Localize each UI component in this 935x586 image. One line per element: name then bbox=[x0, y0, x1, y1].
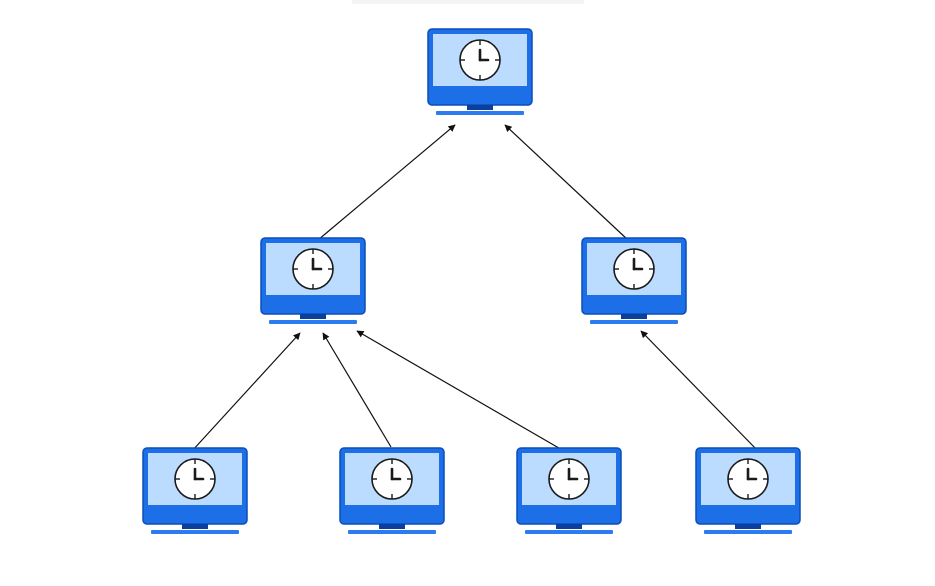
clock-icon bbox=[292, 248, 334, 290]
edge-arrow-leaf-3-to-mid-left bbox=[356, 330, 565, 452]
edges-layer bbox=[191, 124, 759, 452]
monitor-base bbox=[590, 320, 678, 324]
edge-arrow-leaf-4-to-mid-right bbox=[640, 330, 759, 452]
edge-arrow-leaf-2-to-mid-left bbox=[322, 332, 392, 448]
monitor-stand bbox=[556, 524, 582, 529]
edge-arrow-mid-left-to-root bbox=[317, 124, 456, 241]
edge-arrow-mid-right-to-root bbox=[504, 124, 629, 241]
node-leaf-1 bbox=[142, 447, 248, 534]
monitor-base bbox=[269, 320, 357, 324]
monitor-stand bbox=[300, 314, 326, 319]
node-leaf-4 bbox=[695, 447, 801, 534]
clock-icon bbox=[371, 458, 413, 500]
monitor-base bbox=[525, 530, 613, 534]
node-leaf-2 bbox=[339, 447, 445, 534]
clock-icon bbox=[174, 458, 216, 500]
monitor-base bbox=[348, 530, 436, 534]
monitor-stand bbox=[735, 524, 761, 529]
monitor-stand bbox=[467, 105, 493, 110]
monitor-stand bbox=[379, 524, 405, 529]
node-mid-left bbox=[260, 237, 366, 324]
node-leaf-3 bbox=[516, 447, 622, 534]
node-root bbox=[427, 28, 533, 115]
clock-icon bbox=[459, 39, 501, 81]
node-mid-right bbox=[581, 237, 687, 324]
clock-icon bbox=[548, 458, 590, 500]
nodes-layer bbox=[142, 28, 801, 534]
monitor-base bbox=[704, 530, 792, 534]
monitor-base bbox=[151, 530, 239, 534]
clock-icon bbox=[613, 248, 655, 290]
monitor-stand bbox=[182, 524, 208, 529]
monitor-base bbox=[436, 111, 524, 115]
top-divider-strip bbox=[352, 0, 584, 4]
clock-icon bbox=[727, 458, 769, 500]
edge-arrow-leaf-1-to-mid-left bbox=[191, 332, 301, 452]
monitor-stand bbox=[621, 314, 647, 319]
